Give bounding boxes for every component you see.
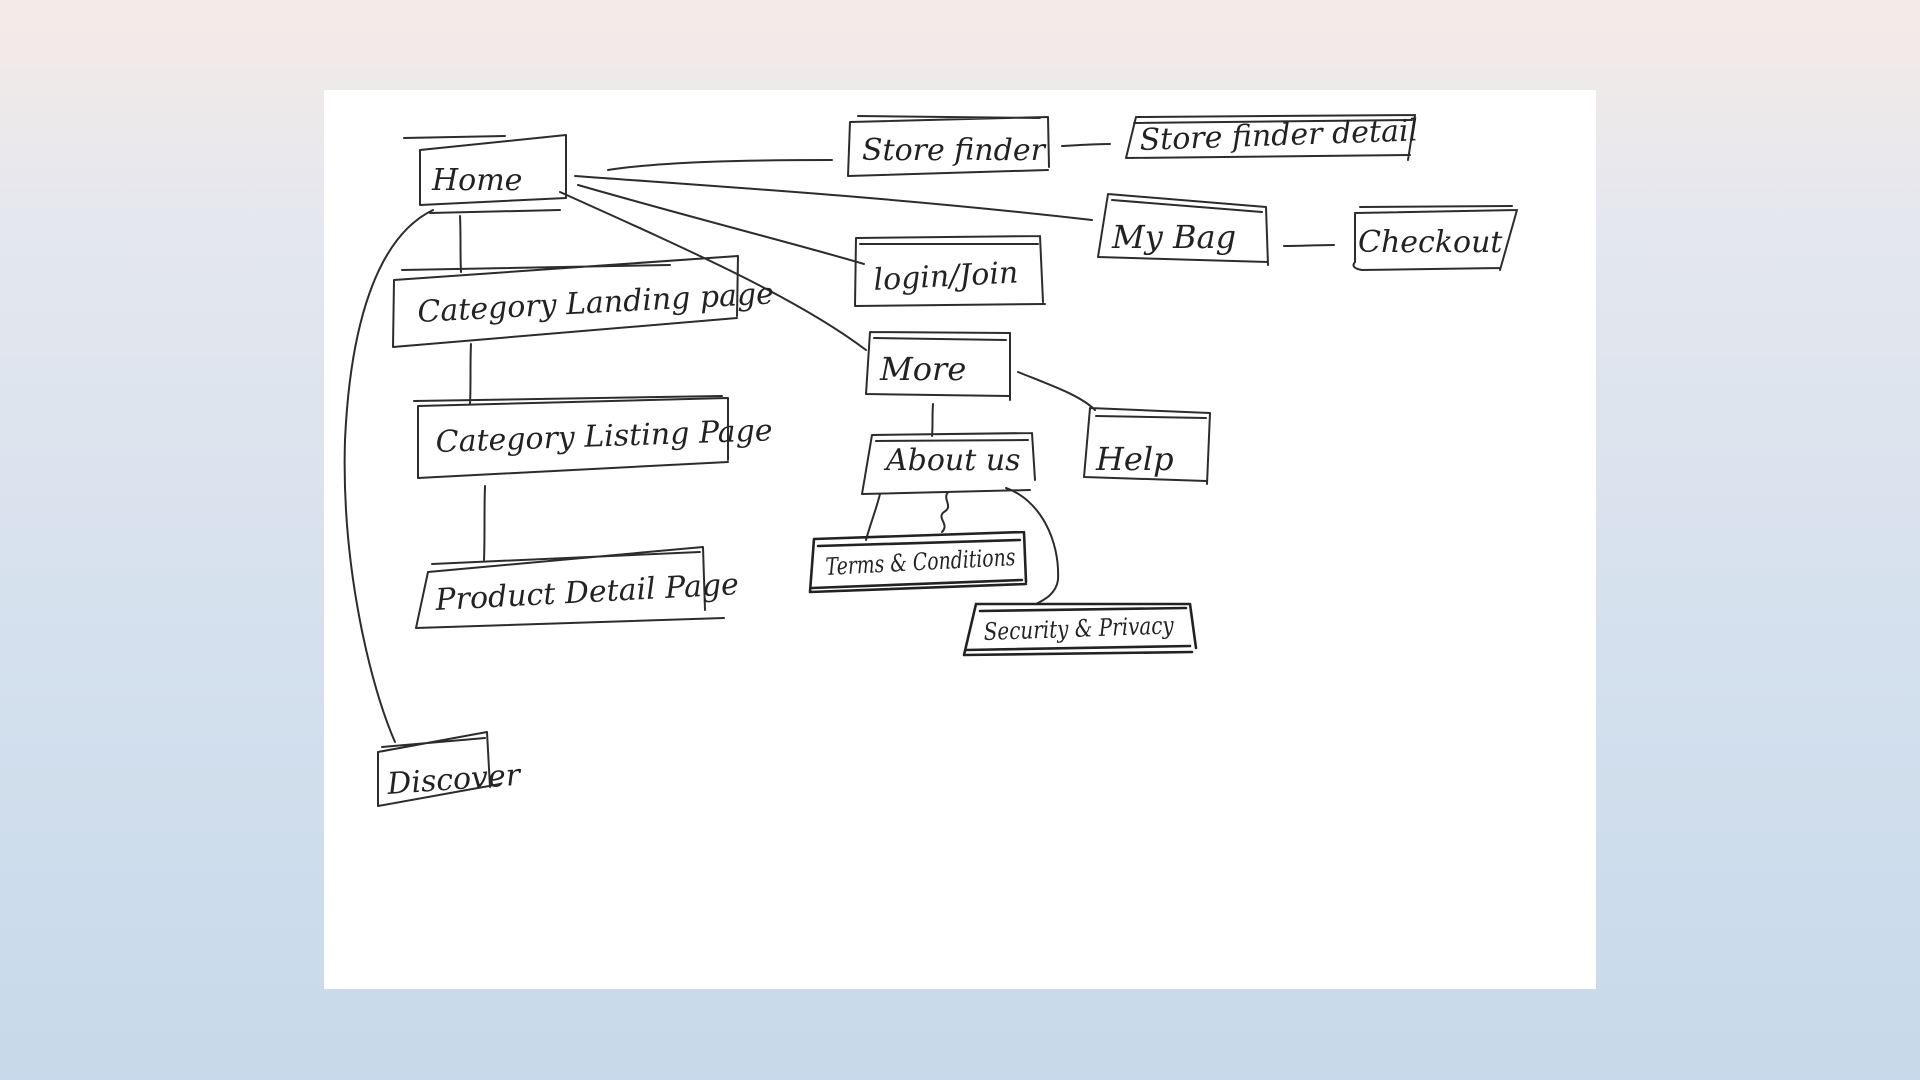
- edge-my-bag-checkout: [1283, 244, 1335, 247]
- edge-store-finder-store-finder-detail: [1061, 143, 1111, 147]
- node-store-finder-label: Store finder: [862, 133, 1047, 168]
- node-about-us-label: About us: [883, 443, 1021, 478]
- node-product-detail: Product Detail Page: [415, 546, 740, 629]
- edge-home-store-finder: [607, 159, 833, 171]
- edge-category-landing-category-listing: [469, 343, 472, 405]
- edge-more-help: [1017, 371, 1096, 411]
- edge-home-my-bag: [574, 175, 1093, 221]
- edge-about-us-terms: [865, 493, 881, 541]
- node-login-join-label: login/Join: [873, 255, 1020, 298]
- whiteboard-paper: [324, 90, 1596, 989]
- node-security-label: Security & Privacy: [983, 611, 1174, 646]
- edge-home-discover: [343, 209, 434, 743]
- edge-home-login-join: [577, 184, 865, 265]
- edge-about-us-security: [1005, 487, 1060, 605]
- node-checkout-label: Checkout: [1358, 225, 1503, 260]
- node-category-landing-label: Category Landing page: [417, 276, 775, 330]
- node-store-finder-detail-label: Store finder detail: [1139, 113, 1419, 158]
- node-category-listing: Category Listing Page: [413, 395, 773, 479]
- node-product-detail-label: Product Detail Page: [434, 567, 740, 618]
- node-my-bag: My Bag: [1097, 193, 1269, 266]
- node-terms: Terms & Conditions: [808, 530, 1028, 594]
- node-store-finder-detail: Store finder detail: [1125, 113, 1419, 161]
- edge-category-listing-product-detail: [483, 485, 486, 561]
- edge-home-category-landing: [459, 215, 462, 273]
- node-more: More: [865, 331, 1011, 401]
- node-security: Security & Privacy: [962, 602, 1198, 657]
- node-login-join: login/Join: [854, 235, 1046, 307]
- node-checkout: Checkout: [1352, 205, 1518, 271]
- node-home: Home: [403, 134, 567, 214]
- edge-about-us-terms-squiggle: [940, 491, 950, 533]
- node-terms-label: Terms & Conditions: [825, 543, 1016, 581]
- edge-more-about-us: [931, 403, 934, 437]
- node-discover: Discover: [377, 731, 523, 807]
- connectors: [343, 143, 1335, 743]
- node-more-label: More: [879, 350, 966, 388]
- node-category-listing-label: Category Listing Page: [435, 413, 773, 460]
- node-my-bag-label: My Bag: [1111, 218, 1236, 256]
- node-store-finder: Store finder: [847, 115, 1050, 177]
- node-category-landing: Category Landing page: [392, 255, 775, 348]
- node-help: Help: [1083, 407, 1211, 485]
- node-discover-label: Discover: [385, 758, 523, 802]
- edge-home-more: [559, 191, 867, 351]
- node-about-us: About us: [861, 432, 1036, 495]
- node-help-label: Help: [1095, 440, 1174, 478]
- node-home-label: Home: [431, 163, 522, 198]
